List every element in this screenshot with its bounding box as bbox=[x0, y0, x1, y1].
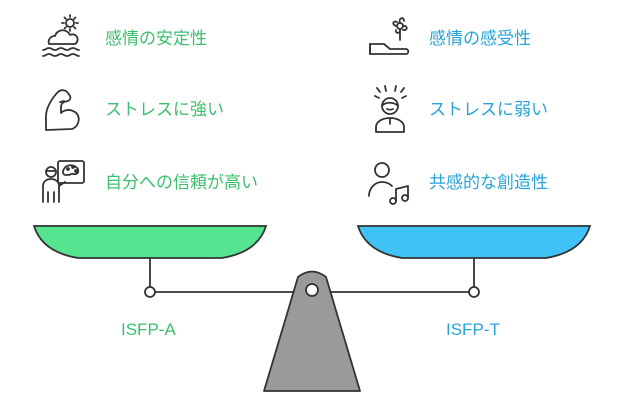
right-item-label: 共感的な創造性 bbox=[429, 173, 548, 193]
left-item-label: 自分への信頼が高い bbox=[105, 173, 258, 193]
calm-sea-weather-icon bbox=[42, 14, 80, 57]
fulcrum bbox=[263, 270, 361, 392]
left-item-label: 感情の安定性 bbox=[105, 29, 207, 49]
left-pan bbox=[32, 225, 268, 259]
artist-with-palette-icon bbox=[42, 160, 85, 203]
center-pivot bbox=[305, 283, 319, 297]
right-pan bbox=[356, 225, 592, 259]
left-scale-label: ISFP-A bbox=[121, 320, 176, 339]
flower-on-hand-icon bbox=[369, 17, 410, 55]
right-item-label: 感情の感受性 bbox=[429, 29, 531, 49]
right-pivot bbox=[468, 286, 480, 298]
left-pivot bbox=[144, 286, 156, 298]
flexed-arm-icon bbox=[45, 89, 80, 131]
stressed-person-icon bbox=[374, 85, 407, 133]
person-with-music-note-icon bbox=[368, 162, 409, 205]
right-item-label: ストレスに弱い bbox=[429, 100, 548, 120]
left-item-label: ストレスに強い bbox=[105, 100, 224, 120]
right-scale-label: ISFP-T bbox=[446, 320, 500, 339]
